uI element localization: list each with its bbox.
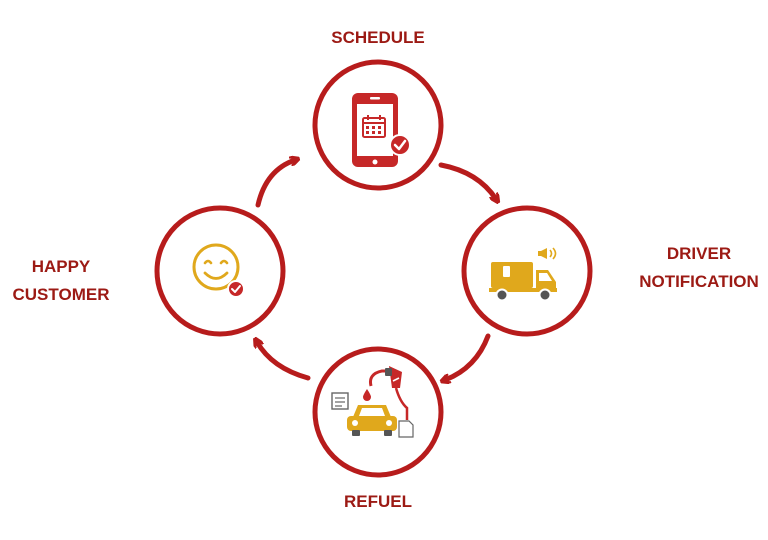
fuel-truck-icon [489, 247, 557, 302]
step-label-line: NOTIFICATION [639, 272, 759, 291]
step-label-schedule: SCHEDULE [328, 24, 428, 52]
step-label-happy-customer: HAPPY CUSTOMER [6, 253, 116, 309]
step-label-driver-notification: DRIVER NOTIFICATION [630, 240, 768, 296]
smiley-face-icon [192, 243, 245, 298]
step-label-line: DRIVER [666, 244, 732, 263]
step-label-line: CUSTOMER [12, 285, 110, 304]
step-label-line: REFUEL [344, 492, 412, 511]
calendar-phone-icon [352, 93, 411, 167]
arrow-driver-to-refuel [445, 333, 491, 380]
arrow-schedule-to-driver [438, 162, 496, 199]
fuel-nozzle-car-icon [331, 366, 414, 438]
arrow-refuel-to-customer [257, 342, 311, 381]
step-label-line: SCHEDULE [331, 28, 425, 47]
step-circle-customer [154, 205, 286, 337]
step-label-refuel: REFUEL [328, 488, 428, 516]
arrow-customer-to-schedule [255, 160, 295, 208]
step-label-line: HAPPY [31, 257, 91, 276]
